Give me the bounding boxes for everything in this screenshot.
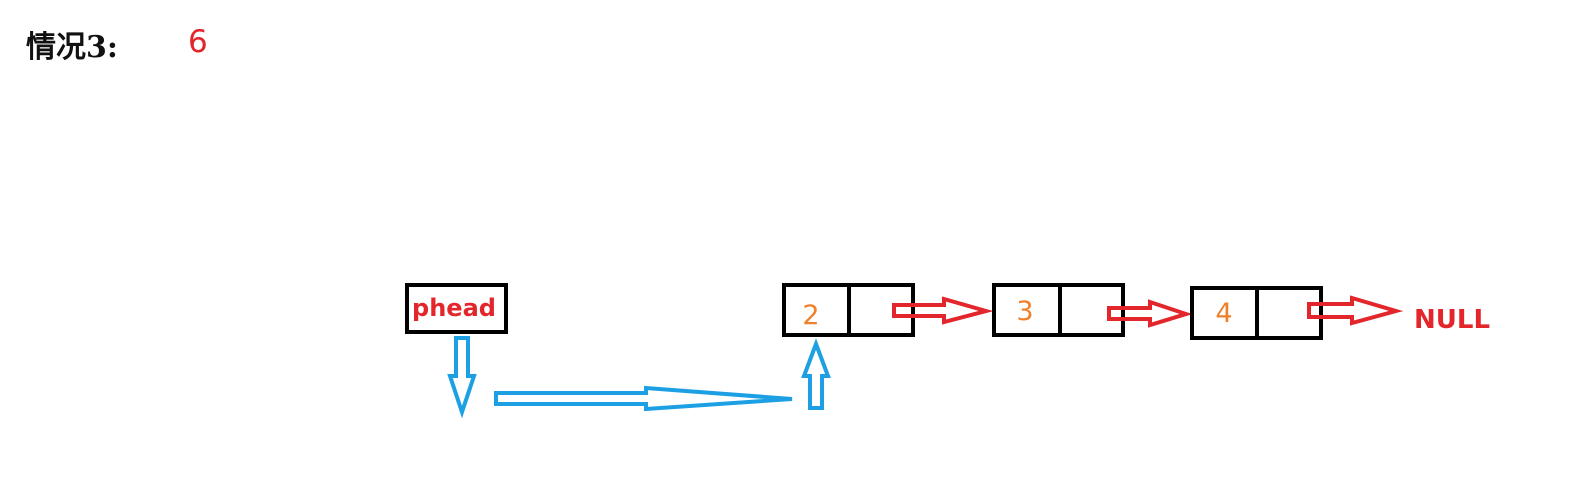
head-pointer-label: phead	[412, 294, 496, 322]
node-value: 4	[1215, 298, 1232, 329]
blue-down-arrow	[447, 336, 477, 419]
blue-right-arrow	[494, 385, 793, 412]
red-next-arrow-3	[1307, 295, 1404, 326]
list-node-1: 2	[782, 283, 915, 337]
red-next-arrow-1	[892, 296, 994, 325]
list-node-2: 3	[992, 283, 1125, 337]
case-label: 情况3:	[26, 30, 118, 65]
blue-up-arrow	[801, 338, 831, 410]
node-value: 3	[1016, 296, 1033, 327]
null-terminator: NULL	[1414, 305, 1490, 335]
red-next-arrow-2	[1107, 299, 1193, 328]
node-value: 2	[802, 300, 819, 331]
head-pointer-box: phead	[405, 283, 508, 334]
list-node-3: 4	[1190, 286, 1323, 340]
case-value: 6	[188, 24, 208, 60]
